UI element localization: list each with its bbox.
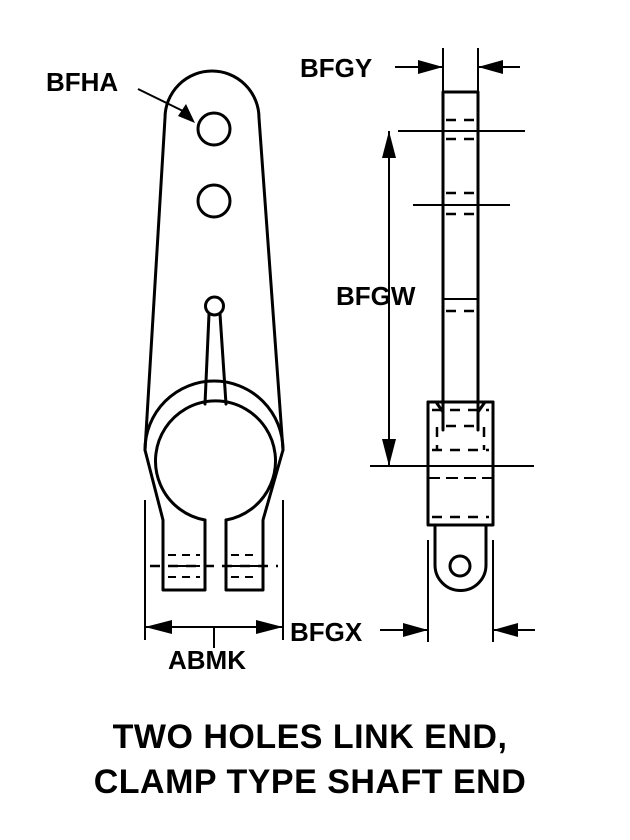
bfha-callout: BFHA: [46, 67, 195, 123]
link-hole-upper: [196, 111, 232, 147]
caption-line-2: CLAMP TYPE SHAFT END: [94, 763, 527, 801]
bfgw-label: BFGW: [336, 281, 416, 311]
front-view: [143, 69, 285, 648]
abmk-label: ABMK: [168, 645, 246, 675]
clamp-slot: [203, 312, 228, 406]
bfha-label: BFHA: [46, 67, 118, 97]
bfgy-label: BFGY: [300, 53, 372, 83]
bfgx-label: BFGX: [290, 617, 363, 647]
side-view: [370, 48, 535, 642]
front-view-outline: [143, 69, 285, 452]
slot-relief-hole: [204, 295, 225, 317]
clamp-outer-arc: [143, 379, 285, 452]
clamp-bore: [154, 399, 277, 522]
caption-line-1: TWO HOLES LINK END,: [113, 718, 508, 756]
left-ear: [143, 448, 207, 592]
link-hole-lower: [196, 183, 232, 219]
